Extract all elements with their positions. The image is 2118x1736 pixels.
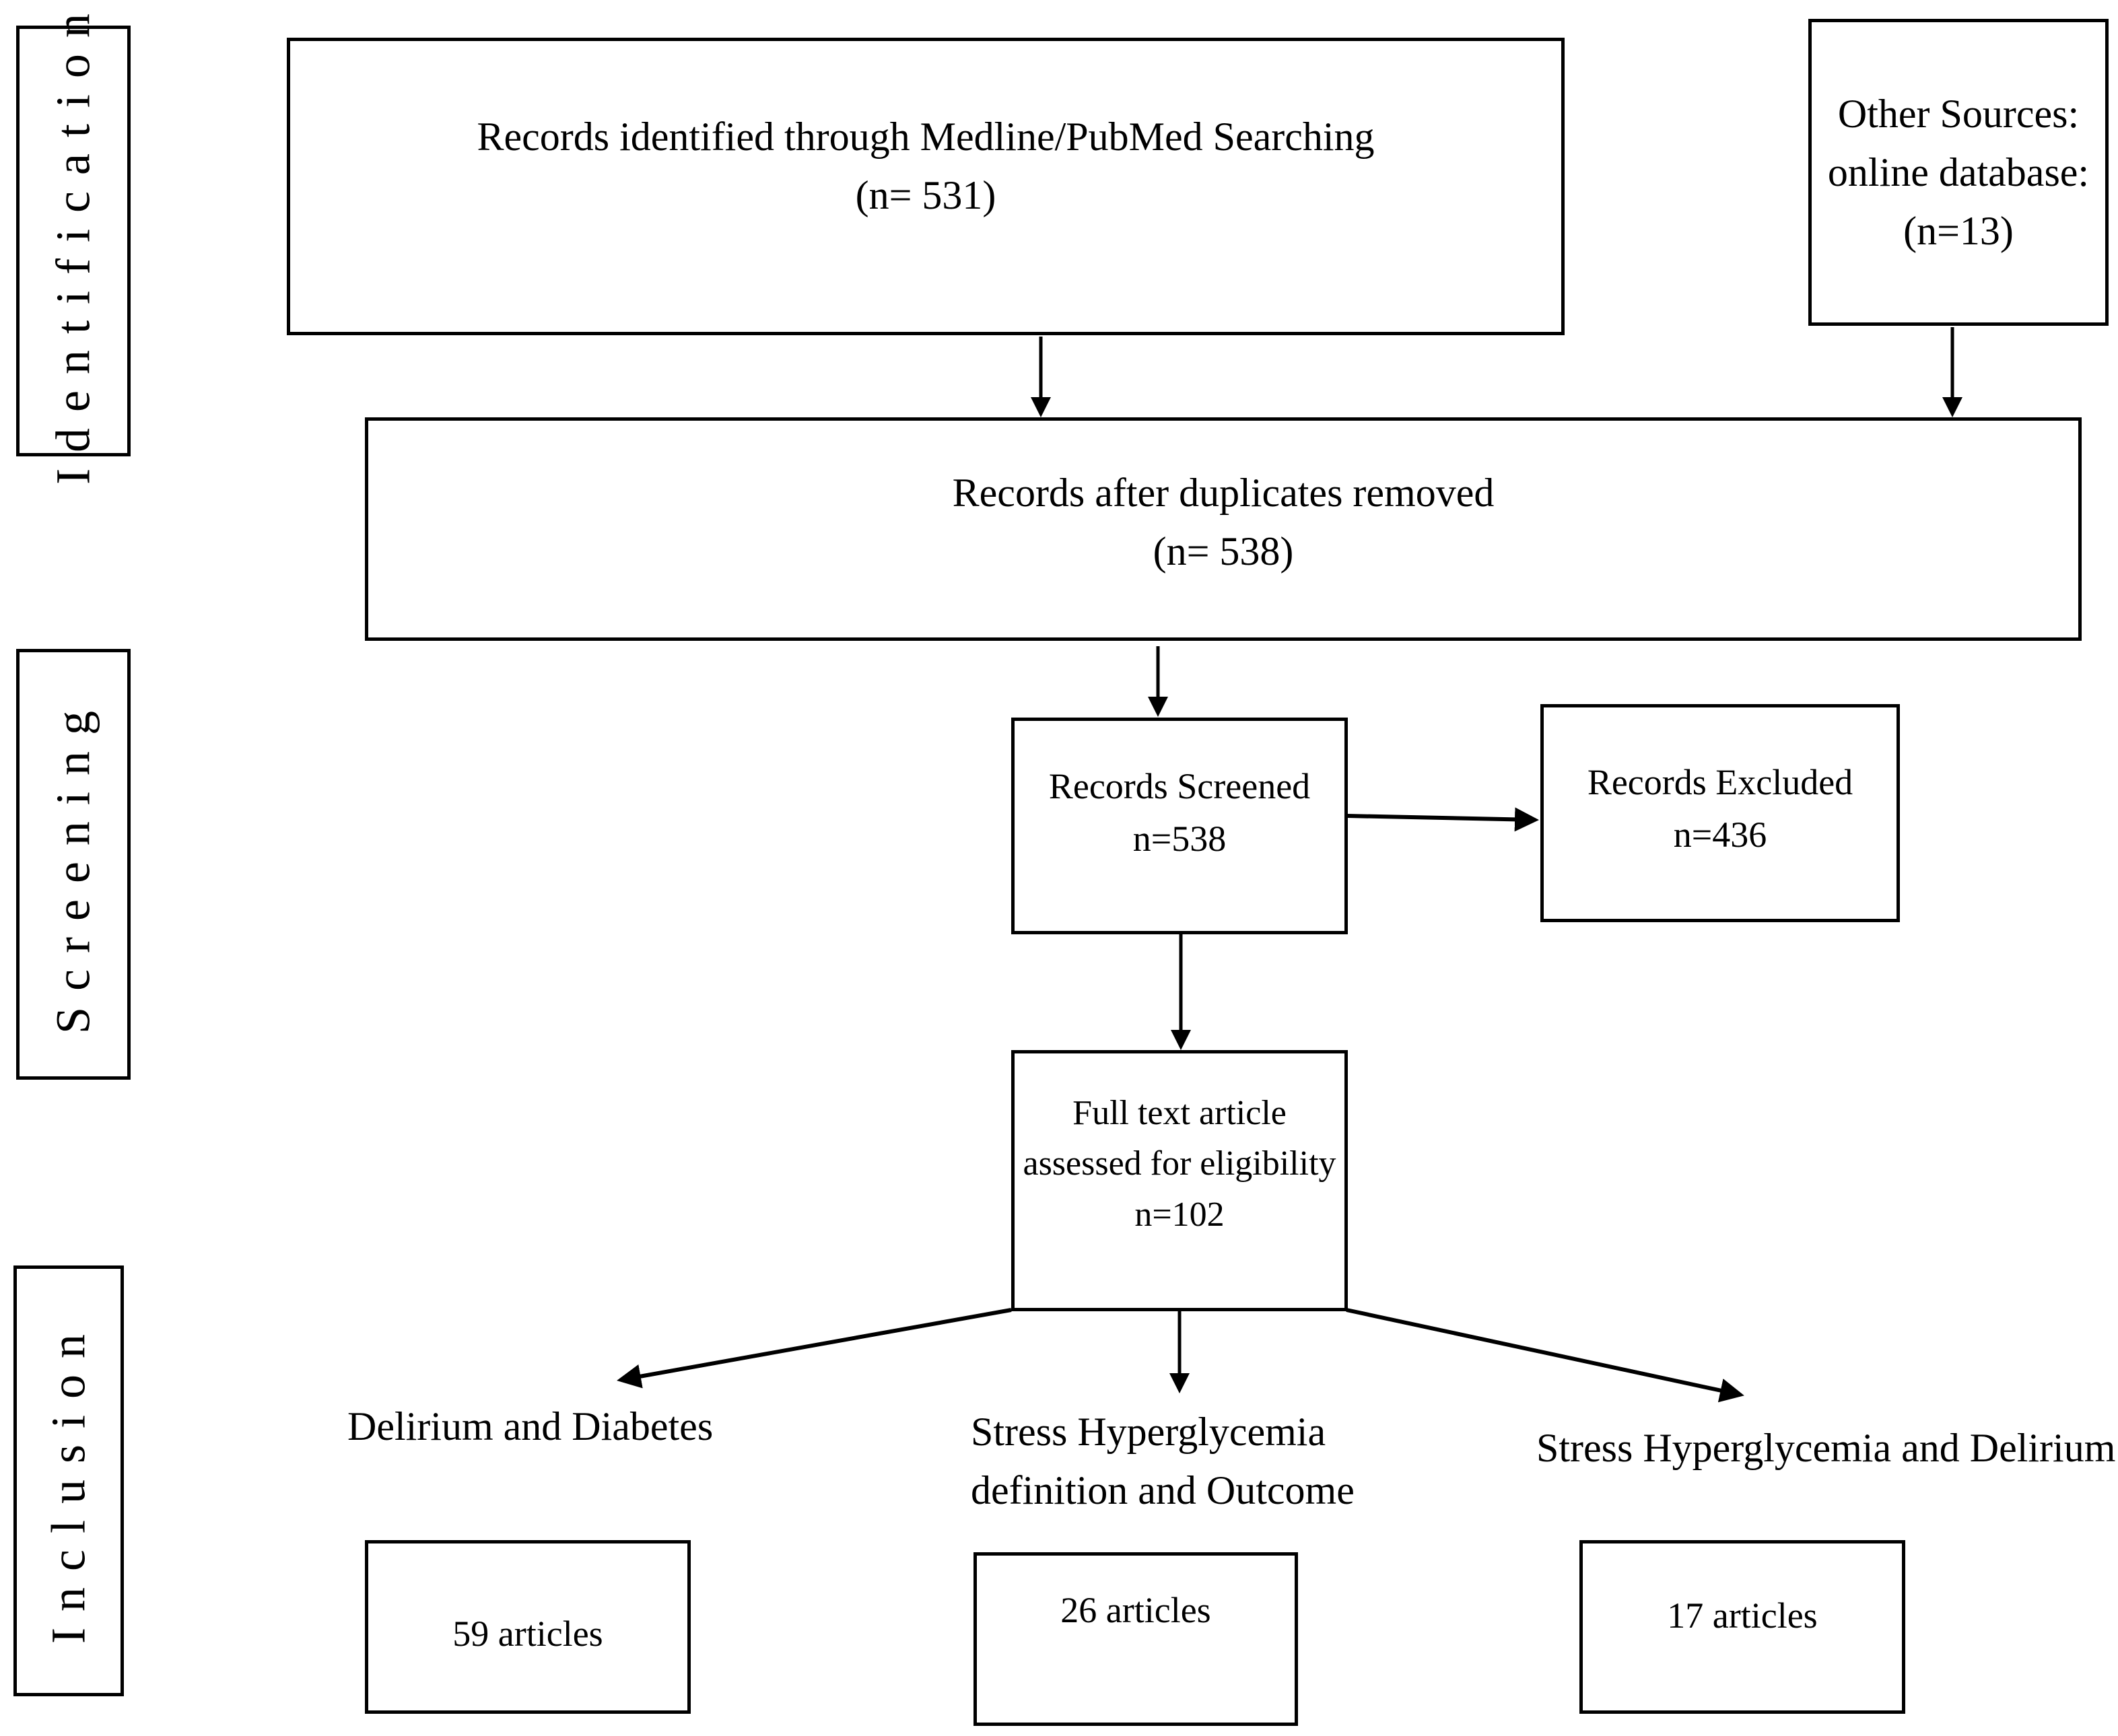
records-excluded-title: Records Excluded — [1587, 762, 1853, 802]
records-screened-title: Records Screened — [1048, 765, 1311, 806]
stage-screening: Screening — [16, 649, 131, 1080]
pubmed-records-count: (n= 531) — [855, 173, 996, 217]
count-box-stress-delirium: 17 articles — [1579, 1540, 1905, 1714]
category-stress-hyperglycemia-outcome: Stress Hyperglycemia definition and Outc… — [971, 1403, 1355, 1520]
duplicates-removed-count: (n= 538) — [1153, 529, 1294, 574]
stage-inclusion: Inclusion — [13, 1265, 124, 1696]
other-sources-subtitle: online database: — [1827, 149, 2090, 195]
full-text-title: Full text article — [1072, 1093, 1287, 1132]
category-stress-outcome-line1: Stress Hyperglycemia — [971, 1410, 1326, 1454]
duplicates-removed-title: Records after duplicates removed — [952, 471, 1495, 515]
count-box-delirium-diabetes: 59 articles — [365, 1540, 691, 1714]
arrow-screened-to-excluded — [1346, 807, 1539, 832]
other-sources-box: Other Sources: online database: (n=13) — [1808, 19, 2109, 326]
stage-identification: Identification — [16, 0, 131, 485]
count-box-stress-outcome: 26 articles — [973, 1552, 1298, 1726]
full-text-count: n=102 — [1134, 1195, 1225, 1234]
duplicates-removed-box: Records after duplicates removed (n= 538… — [365, 417, 2082, 641]
arrow-fulltext-to-delirium-diabetes — [617, 1308, 1012, 1389]
full-text-assessed-box: Full text article assessed for eligibili… — [1011, 1050, 1348, 1311]
full-text-subtitle: assessed for eligibility — [1023, 1144, 1336, 1183]
pubmed-records-box: Records identified through Medline/PubMe… — [287, 38, 1565, 335]
arrow-fulltext-to-stress-delirium — [1346, 1308, 1744, 1403]
records-excluded-box: Records Excluded n=436 — [1540, 704, 1900, 922]
count-stress-delirium: 17 articles — [1667, 1595, 1818, 1636]
count-delirium-diabetes: 59 articles — [452, 1613, 603, 1654]
pubmed-records-title: Records identified through Medline/PubMe… — [477, 114, 1375, 159]
category-stress-outcome-line2: definition and Outcome — [971, 1468, 1355, 1513]
count-stress-outcome: 26 articles — [1060, 1590, 1211, 1630]
category-delirium-diabetes: Delirium and Diabetes — [347, 1404, 714, 1449]
other-sources-title: Other Sources: — [1837, 91, 2080, 136]
records-excluded-count: n=436 — [1673, 814, 1767, 856]
other-sources-count: (n=13) — [1903, 208, 2014, 253]
records-screened-box: Records Screened n=538 — [1011, 718, 1348, 934]
category-stress-hyperglycemia-delirium: Stress Hyperglycemia and Delirium — [1536, 1426, 2116, 1470]
records-screened-count: n=538 — [1132, 819, 1227, 859]
